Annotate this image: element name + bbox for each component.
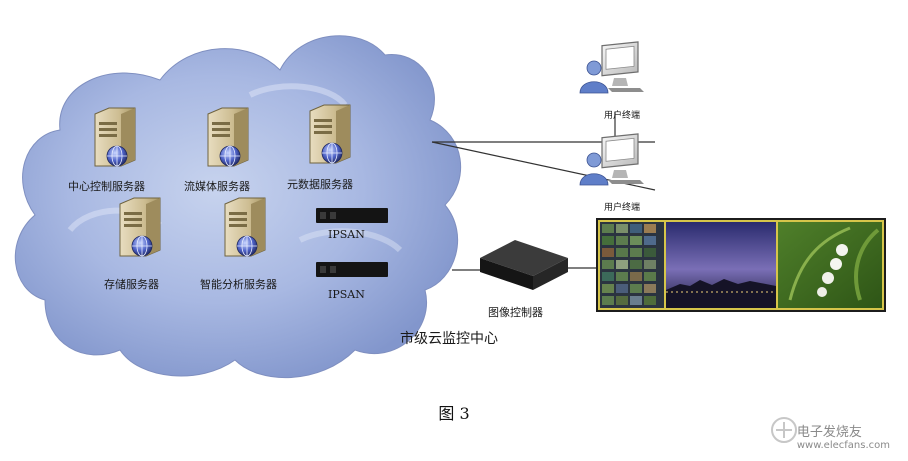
thumbnail-cells bbox=[602, 224, 656, 305]
label-ipsan-top: IPSAN bbox=[328, 228, 365, 241]
label-storage-server: 存储服务器 bbox=[104, 278, 159, 291]
server-metadata bbox=[309, 104, 351, 164]
server-intelligent-analysis bbox=[224, 197, 266, 257]
server-central-control bbox=[94, 107, 136, 167]
server-streaming-media bbox=[207, 107, 249, 167]
watermark: 电子发烧友 www.elecfans.com bbox=[797, 421, 890, 451]
watermark-main: 电子发烧友 bbox=[796, 425, 862, 440]
ipsan-array-top bbox=[316, 208, 388, 223]
user-terminal-1 bbox=[579, 41, 645, 94]
watermark-url: www.elecfans.com bbox=[796, 440, 890, 451]
label-user-terminal-2: 用户终端 bbox=[604, 203, 641, 213]
image-controller-device bbox=[480, 240, 568, 290]
label-central-control-server: 中心控制服务器 bbox=[68, 180, 145, 193]
figure-caption: 图 3 bbox=[438, 404, 470, 423]
ipsan-array-bottom bbox=[316, 262, 388, 277]
server-storage bbox=[119, 197, 161, 257]
label-city-cloud-center: 市级云监控中心 bbox=[400, 331, 498, 347]
label-image-controller: 图像控制器 bbox=[488, 306, 543, 319]
lily-flower-panel bbox=[778, 222, 882, 308]
video-wall bbox=[596, 218, 886, 312]
label-intelligent-analysis-server: 智能分析服务器 bbox=[200, 278, 277, 291]
label-user-terminal-1: 用户终端 bbox=[604, 111, 641, 121]
watermark-logo-icon bbox=[771, 417, 797, 443]
label-metadata-server: 元数据服务器 bbox=[287, 178, 353, 191]
label-streaming-media-server: 流媒体服务器 bbox=[184, 180, 250, 193]
label-ipsan-bottom: IPSAN bbox=[328, 288, 365, 301]
